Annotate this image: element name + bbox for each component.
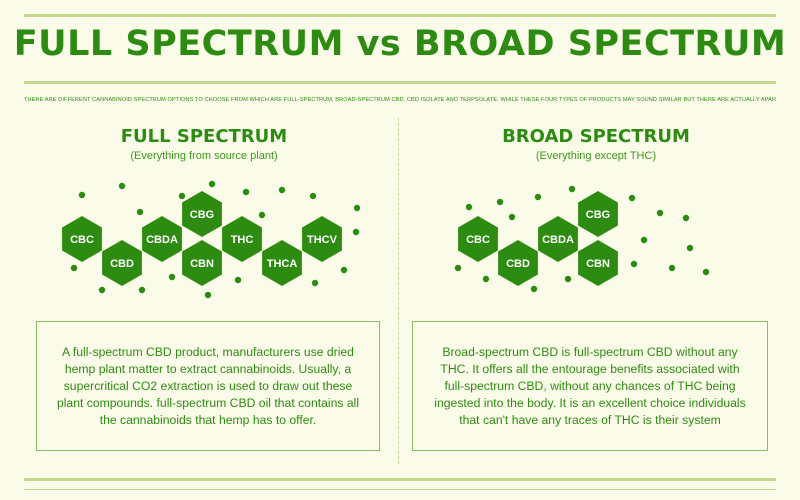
hexagon-shape bbox=[182, 191, 222, 237]
hexagon-shape bbox=[62, 216, 102, 262]
molecule-dot bbox=[656, 209, 664, 217]
hexagon-label: CBD bbox=[110, 258, 134, 270]
molecule-dot bbox=[178, 192, 186, 200]
page-title: FULL SPECTRUM vs BROAD SPECTRUM bbox=[13, 24, 787, 64]
molecule-dot bbox=[564, 275, 572, 283]
hexagon-full-thcv: THCV bbox=[302, 216, 342, 262]
hexagon-broad-cbg: CBG bbox=[578, 191, 618, 237]
intro-text: There are different cannabinoid spectrum… bbox=[24, 97, 776, 103]
hexagon-broad-cbda: CBDA bbox=[538, 216, 578, 262]
molecule-dot bbox=[309, 192, 317, 200]
molecule-dot bbox=[496, 198, 504, 206]
center-divider bbox=[398, 118, 399, 464]
hexagon-label: CBC bbox=[70, 234, 94, 246]
hexagon-full-thca: THCA bbox=[262, 240, 302, 286]
hexagon-full-thc: THC bbox=[222, 216, 262, 262]
molecule-dot bbox=[353, 204, 361, 212]
hexagon-label: CBN bbox=[190, 258, 214, 270]
hexagon-shape bbox=[262, 240, 302, 286]
hexagon-label: THCA bbox=[267, 258, 298, 270]
molecule-dot bbox=[568, 185, 576, 193]
hexagon-label: CBDA bbox=[146, 234, 178, 246]
hexagon-shape bbox=[222, 216, 262, 262]
molecule-dot bbox=[136, 208, 144, 216]
hexagon-full-cbc: CBC bbox=[62, 216, 102, 262]
hexagon-label: THC bbox=[231, 234, 254, 246]
hexagon-label: THCV bbox=[307, 234, 338, 246]
full-spectrum-heading: FULL SPECTRUM bbox=[120, 126, 288, 147]
hexagon-shape bbox=[498, 240, 538, 286]
hexagon-shape bbox=[302, 216, 342, 262]
hexagon-shape bbox=[578, 191, 618, 237]
molecule-dot bbox=[530, 285, 538, 293]
molecule-dot bbox=[534, 193, 542, 201]
hexagon-full-cbd: CBD bbox=[102, 240, 142, 286]
molecule-dot bbox=[138, 286, 146, 294]
molecule-dot bbox=[118, 182, 126, 190]
hexagon-full-cbda: CBDA bbox=[142, 216, 182, 262]
molecule-dot bbox=[98, 286, 106, 294]
hexagon-shape bbox=[578, 240, 618, 286]
full-spectrum-subtitle: (Everything from source plant) bbox=[130, 150, 278, 162]
hexagon-label: CBG bbox=[190, 209, 214, 221]
hexagon-full-cbg: CBG bbox=[182, 191, 222, 237]
hexagon-broad-cbn: CBN bbox=[578, 240, 618, 286]
molecule-dot bbox=[630, 260, 638, 268]
hexagon-label: CBG bbox=[586, 209, 610, 221]
broad-spectrum-heading: BROAD SPECTRUM bbox=[502, 126, 690, 147]
molecule-dot bbox=[204, 291, 212, 299]
molecule-dot bbox=[70, 264, 78, 272]
molecule-dot bbox=[78, 191, 86, 199]
hexagon-label: CBN bbox=[586, 258, 610, 270]
full-spectrum-description-box: A full-spectrum CBD product, manufacture… bbox=[36, 321, 380, 451]
molecule-dot bbox=[234, 276, 242, 284]
molecule-dot bbox=[208, 180, 216, 188]
hexagon-broad-cbd: CBD bbox=[498, 240, 538, 286]
molecule-dot bbox=[686, 244, 694, 252]
hexagon-shape bbox=[538, 216, 578, 262]
hexagon-label: CBD bbox=[506, 258, 530, 270]
molecule-dot bbox=[278, 186, 286, 194]
molecule-dot bbox=[682, 214, 690, 222]
hexagon-full-cbn: CBN bbox=[182, 240, 222, 286]
molecule-dot bbox=[242, 188, 250, 196]
molecule-dot bbox=[482, 275, 490, 283]
hexagon-label: CBC bbox=[466, 234, 490, 246]
molecule-dot bbox=[168, 273, 176, 281]
molecule-dot bbox=[702, 268, 710, 276]
hexagon-shape bbox=[182, 240, 222, 286]
bottom-rule bbox=[24, 478, 776, 481]
broad-spectrum-subtitle: (Everything except THC) bbox=[535, 150, 657, 162]
molecule-dot bbox=[311, 279, 319, 287]
molecule-dot bbox=[454, 264, 462, 272]
molecule-dot bbox=[465, 203, 473, 211]
molecule-dot bbox=[352, 228, 360, 236]
molecule-dot bbox=[508, 213, 516, 221]
molecule-dot bbox=[340, 266, 348, 274]
hexagon-shape bbox=[142, 216, 182, 262]
full-spectrum-description: A full-spectrum CBD product, manufacture… bbox=[56, 344, 360, 427]
title-rule bbox=[24, 81, 776, 84]
molecule-dot bbox=[628, 194, 636, 202]
molecule-dot bbox=[640, 236, 648, 244]
broad-spectrum-description: Broad-spectrum CBD is full-spectrum CBD … bbox=[434, 344, 746, 427]
hexagon-shape bbox=[102, 240, 142, 286]
molecule-dot bbox=[258, 211, 266, 219]
top-rule bbox=[24, 14, 776, 17]
hexagon-broad-cbc: CBC bbox=[458, 216, 498, 262]
bottom-thin-rule bbox=[24, 489, 776, 490]
hexagon-label: CBDA bbox=[542, 234, 574, 246]
hexagon-shape bbox=[458, 216, 498, 262]
broad-spectrum-description-box: Broad-spectrum CBD is full-spectrum CBD … bbox=[412, 321, 768, 451]
molecule-dot bbox=[668, 264, 676, 272]
